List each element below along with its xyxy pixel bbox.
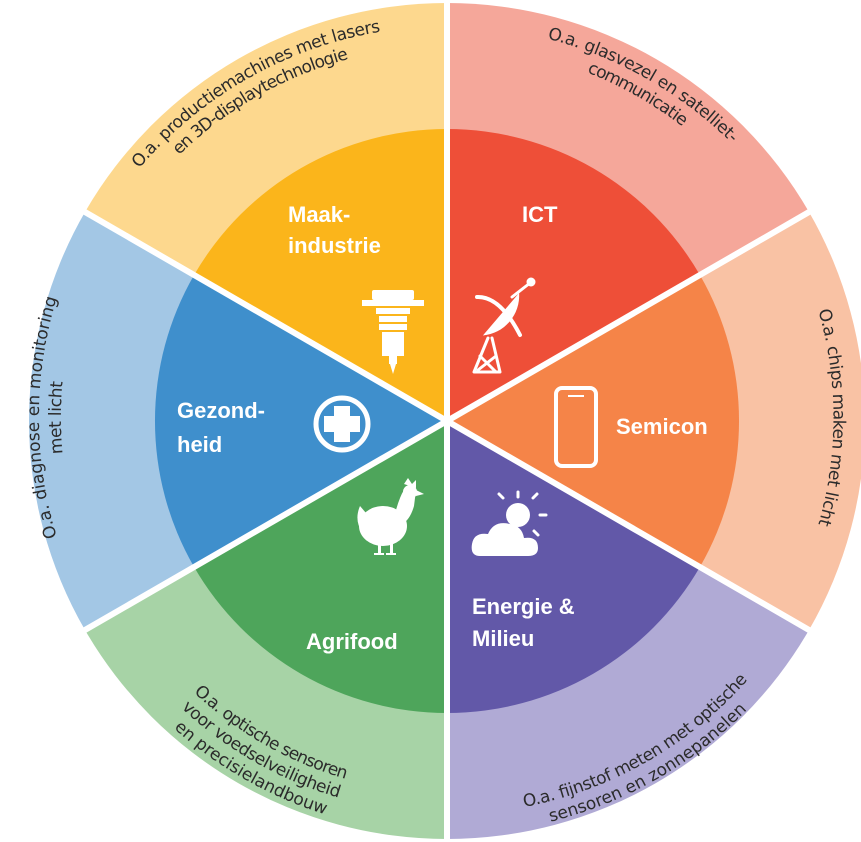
gezondheid-label-line-1: Gezond- (177, 398, 265, 423)
gezondheid-inner-segment (154, 275, 447, 567)
sun-cloud-icon (471, 490, 548, 556)
semicon-inner-segment (447, 275, 740, 567)
smartphone-icon (554, 386, 598, 468)
svg-text:met licht: met licht (46, 380, 68, 455)
energie-milieu-label-line-1: Energie & (472, 594, 575, 619)
sector-dividers (80, 0, 814, 842)
medical-cross-icon (313, 395, 371, 453)
inner-ring (154, 129, 740, 713)
energie-milieu-label-line-2: Milieu (472, 626, 534, 651)
sector-divider (445, 418, 814, 635)
sector-labels: ICT Semicon Energie & Milieu Agrifood Ge… (177, 202, 708, 654)
gezondheid-description-line-2: met licht (46, 380, 68, 455)
chicken-icon (357, 478, 424, 555)
jackhammer-icon (362, 290, 424, 374)
maakindustrie-label-line-2: industrie (288, 233, 381, 258)
ict-inner-segment (447, 129, 700, 421)
semicon-label: Semicon (616, 414, 708, 439)
sector-divider (80, 418, 449, 635)
gezondheid-label-line-2: heid (177, 432, 222, 457)
satellite-dish-icon (472, 277, 536, 374)
sector-divider (445, 207, 814, 424)
agrifood-inner-segment (194, 421, 447, 713)
maakindustrie-label-line-1: Maak- (288, 202, 350, 227)
energie-milieu-inner-segment (447, 421, 700, 713)
ict-label: ICT (522, 202, 558, 227)
agrifood-label: Agrifood (306, 629, 398, 654)
sector-divider (80, 207, 449, 424)
